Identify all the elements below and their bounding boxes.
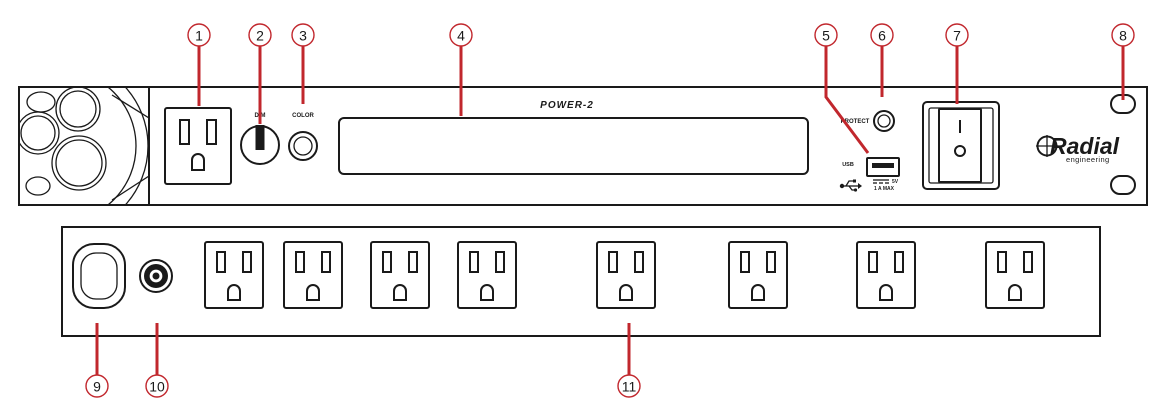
rear-ac-outlet [370,241,430,309]
callout-layer: 1 2 3 4 5 6 7 8 9 10 11 [85,23,1135,398]
color-label: COLOR [292,113,314,119]
front-ac-outlet [164,107,232,185]
callout-circle [85,374,109,398]
callout-9: 9 [85,323,109,398]
callout-11: 11 [617,323,641,398]
rear-panel [61,226,1101,337]
usb-symbol-icon [839,179,862,192]
callout-circle [248,23,272,47]
rear-ac-outlet [856,241,916,309]
rear-ac-outlet [204,241,264,309]
callout-1: 1 [187,23,211,106]
callout-6: 6 [870,23,894,97]
brand-logo: Radial engineering [1036,133,1120,164]
usb-rating-voltage: 5V [892,179,899,185]
callout-circle [449,23,473,47]
callout-10: 10 [145,323,169,398]
callout-3: 3 [291,23,315,104]
brand-name: Radial [1050,133,1120,159]
power-switch [922,101,1000,190]
vent-grille [19,87,150,205]
callout-number: 6 [878,28,886,44]
callout-circle [1111,23,1135,47]
callout-number: 1 [195,28,203,44]
callout-7: 7 [945,23,969,104]
circuit-breaker [139,259,173,293]
dim-knob: DIM [240,113,280,165]
rear-ac-outlet [596,241,656,309]
callout-number: 5 [822,28,830,44]
front-display: POWER-2 [338,100,809,175]
front-panel: DIM COLOR POWER-2 USB 5V 1 A MAX [18,86,1148,206]
callout-number: 8 [1119,28,1127,44]
callout-number: 11 [622,379,637,395]
rear-outlet-group [204,241,1045,309]
color-button: COLOR [288,113,318,161]
callout-number: 10 [149,379,165,395]
callout-circle [814,23,838,47]
protect-label: PROTECT [841,119,870,125]
callout-circle [291,23,315,47]
protect-indicator: PROTECT [841,110,895,132]
rear-ac-outlet [728,241,788,309]
callout-8: 8 [1111,23,1135,100]
usb-port: USB 5V 1 A MAX [839,157,900,192]
rear-ac-outlet [457,241,517,309]
callout-circle [945,23,969,47]
callout-4: 4 [449,23,473,116]
callout-circle [617,374,641,398]
model-name: POWER-2 [540,100,594,111]
callout-leader-line [824,46,870,154]
power-cord-inlet [72,243,126,309]
rear-ac-outlet [985,241,1045,309]
callout-number: 7 [953,28,961,44]
callout-number: 2 [256,28,264,44]
callout-number: 4 [457,28,465,44]
usb-label: USB [842,162,854,168]
callout-2: 2 [248,23,272,124]
rear-ac-outlet [283,241,343,309]
callout-circle [187,23,211,47]
usb-rating-current: 1 A MAX [874,186,895,192]
callout-circle [870,23,894,47]
callout-circle [145,374,169,398]
callout-5: 5 [814,23,870,154]
callout-number: 9 [93,379,101,395]
brand-subtitle: engineering [1066,155,1110,164]
callout-number: 3 [299,28,307,44]
